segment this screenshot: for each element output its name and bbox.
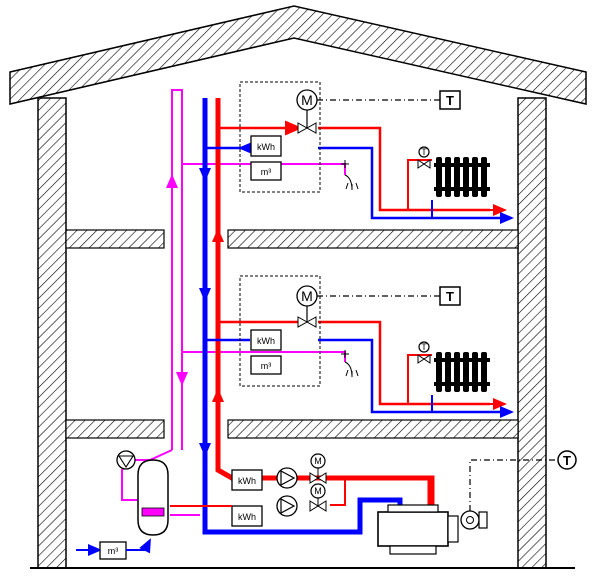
thermostat-middle: T: [317, 286, 461, 306]
svg-text:T: T: [421, 147, 427, 157]
volume-meter-middle: m³: [250, 355, 282, 375]
svg-text:m³: m³: [261, 167, 272, 177]
svg-text:kWh: kWh: [257, 142, 275, 152]
motor-valve-middle: M: [296, 285, 318, 328]
radiator-upper: T: [417, 146, 494, 200]
circulation-pump: [116, 450, 136, 470]
cold-water-inlet: m³: [76, 538, 151, 560]
boiler: [377, 504, 459, 555]
thermostat-upper: T: [317, 90, 461, 110]
middle-floor-branch: [205, 320, 514, 418]
motor-valve-upper: M: [296, 89, 318, 134]
outdoor-thermostat: T: [469, 450, 577, 511]
radiator-middle: T: [417, 341, 494, 395]
svg-text:M: M: [301, 288, 313, 304]
floor-slab-upper: [65, 229, 519, 249]
floor-slab-lower: [65, 419, 519, 439]
svg-text:m³: m³: [108, 546, 119, 556]
motor-valve-basement-bottom: M: [309, 483, 327, 512]
svg-text:M: M: [314, 456, 322, 466]
tap-upper: [341, 160, 359, 191]
supply-riser: [212, 98, 433, 510]
volume-meter-upper: m³: [250, 161, 282, 181]
svg-text:T: T: [421, 342, 427, 352]
left-wall: [37, 97, 67, 569]
burner: [460, 510, 488, 530]
svg-text:T: T: [446, 93, 454, 108]
svg-text:kWh: kWh: [238, 512, 256, 522]
svg-text:M: M: [301, 92, 313, 108]
roof: [9, 5, 587, 105]
basement-energy-meter-top: kWh: [231, 469, 263, 491]
svg-text:M: M: [314, 486, 322, 496]
energy-meter-middle: kWh: [250, 329, 282, 351]
svg-text:kWh: kWh: [257, 336, 275, 346]
energy-meter-upper: kWh: [250, 135, 282, 157]
motor-valve-basement-top: M: [309, 453, 327, 484]
svg-text:kWh: kWh: [238, 476, 256, 486]
apartment-station-middle: [239, 275, 321, 387]
right-wall: [517, 97, 547, 569]
return-riser: [199, 98, 403, 535]
pump-bottom: [276, 495, 298, 517]
svg-text:m³: m³: [261, 361, 272, 371]
basement-energy-meter-bottom: kWh: [231, 505, 263, 527]
pump-top: [276, 467, 298, 489]
apartment-station-upper: [239, 81, 321, 193]
storage-tank: [137, 459, 169, 536]
tap-middle: [341, 350, 359, 378]
svg-text:T: T: [563, 453, 571, 468]
svg-text:T: T: [446, 289, 454, 304]
